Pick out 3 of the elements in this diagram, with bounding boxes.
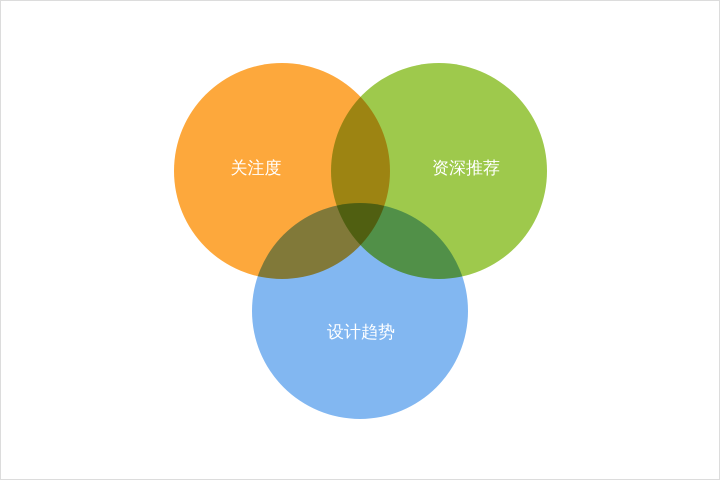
circle-label: 设计趋势 [327,322,395,344]
circle-label: 资深推荐 [432,158,500,180]
circle-label: 关注度 [230,158,282,180]
